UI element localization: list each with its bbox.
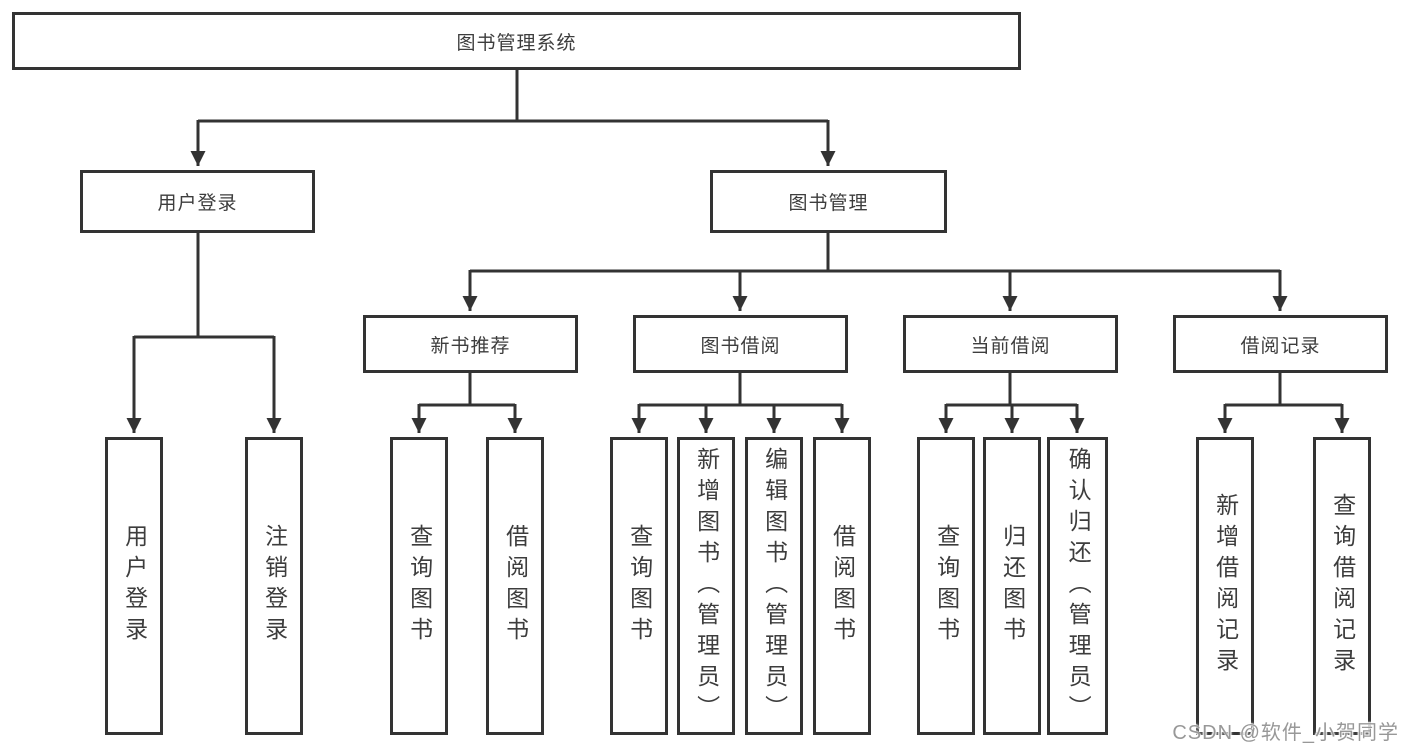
- leaf-return-books: 归还图书: [983, 437, 1041, 735]
- csdn-watermark: CSDN @软件_小贺同学: [1172, 722, 1399, 744]
- leaf-query-books-recommend: 查询图书: [390, 437, 448, 735]
- leaf-borrow-books-borrowing: 借阅图书: [813, 437, 871, 735]
- leaf-confirm-return-admin: 确认归还（管理员）: [1047, 437, 1108, 735]
- leaf-user-login: 用户登录: [105, 437, 163, 735]
- node-book-management: 图书管理: [710, 170, 947, 233]
- node-user-login: 用户登录: [80, 170, 315, 233]
- leaf-query-borrow-record: 查询借阅记录: [1313, 437, 1371, 735]
- node-library-management-system: 图书管理系统: [12, 12, 1021, 70]
- leaf-query-books-current: 查询图书: [917, 437, 975, 735]
- node-new-book-recommendation: 新书推荐: [363, 315, 578, 373]
- leaf-query-books-borrowing: 查询图书: [610, 437, 668, 735]
- leaf-add-borrow-record: 新增借阅记录: [1196, 437, 1254, 735]
- node-borrowing-records: 借阅记录: [1173, 315, 1388, 373]
- leaf-edit-books-admin: 编辑图书（管理员）: [745, 437, 803, 735]
- leaf-logout: 注销登录: [245, 437, 303, 735]
- leaf-add-books-admin: 新增图书（管理员）: [677, 437, 735, 735]
- node-current-borrowing: 当前借阅: [903, 315, 1118, 373]
- leaf-borrow-books-recommend: 借阅图书: [486, 437, 544, 735]
- node-book-borrowing: 图书借阅: [633, 315, 848, 373]
